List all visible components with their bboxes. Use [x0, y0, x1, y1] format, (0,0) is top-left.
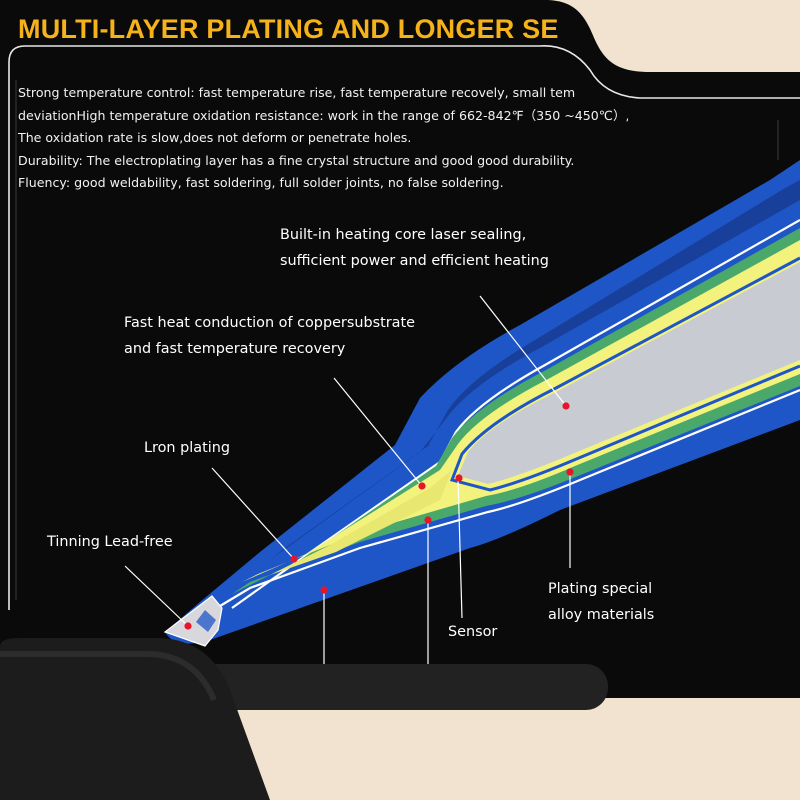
description-line: Durability: The electroplating layer has… — [18, 152, 575, 168]
marker-alloy — [566, 468, 574, 476]
description-line: deviationHigh temperature oxidation resi… — [18, 107, 628, 123]
tip-core-outline — [449, 256, 800, 492]
label-heating-core: Built-in heating core laser sealing, suf… — [280, 222, 549, 274]
label-tinning: Tinning Lead-free — [47, 534, 173, 550]
marker-tinning — [184, 622, 192, 630]
marker-iron — [290, 555, 298, 563]
description-line: Fluency: good weldability, fast solderin… — [18, 175, 504, 191]
marker-lower-2 — [424, 516, 432, 524]
tip-tinned-hole — [196, 610, 216, 632]
soldering-tip-diagram — [163, 160, 800, 647]
label-copper-line2: and fast temperature recovery — [124, 341, 346, 357]
description-line: Strong temperature control: fast tempera… — [18, 85, 576, 100]
tip-heating-core — [458, 262, 800, 484]
marker-dots — [184, 402, 574, 630]
bottom-left-blob-highlight — [0, 651, 217, 702]
marker-copper — [418, 482, 426, 490]
label-alloy-line1: Plating special — [548, 581, 653, 597]
leader-iron — [211, 467, 295, 560]
tip-blue-shade — [255, 180, 800, 572]
dark-panel — [0, 0, 800, 698]
marker-lower-1 — [320, 586, 328, 594]
marker-heating-core — [562, 402, 570, 410]
label-sensor: Sensor — [448, 624, 498, 640]
banner-title: MULTI-LAYER PLATING AND LONGER SE — [18, 14, 559, 44]
label-alloy-materials: Plating special alloy materials — [548, 576, 654, 628]
feature-description: Strong temperature control: fast tempera… — [18, 82, 628, 195]
label-alloy-line2: alloy materials — [548, 607, 655, 623]
bottom-bar — [150, 664, 608, 710]
frame-outline — [8, 45, 800, 610]
label-copper-line1: Fast heat conduction of coppersubstrate — [124, 315, 415, 331]
label-heating-core-line1: Built-in heating core laser sealing, — [280, 227, 527, 243]
marker-sensor — [455, 474, 463, 482]
label-copper-substrate: Fast heat conduction of coppersubstrate … — [124, 310, 415, 362]
label-heating-core-line2: sufficient power and efficient heating — [280, 253, 549, 269]
description-line: The oxidation rate is slow,does not defo… — [18, 130, 412, 146]
leader-copper — [333, 377, 423, 487]
label-iron-plating: Lron plating — [144, 440, 230, 456]
leader-sensor — [457, 477, 463, 619]
leader-tinning — [124, 565, 189, 627]
tip-tinned-end — [163, 595, 223, 647]
leader-heating-core — [479, 295, 567, 407]
tip-white-edge-bottom — [219, 388, 800, 607]
leader-lines — [124, 295, 571, 668]
